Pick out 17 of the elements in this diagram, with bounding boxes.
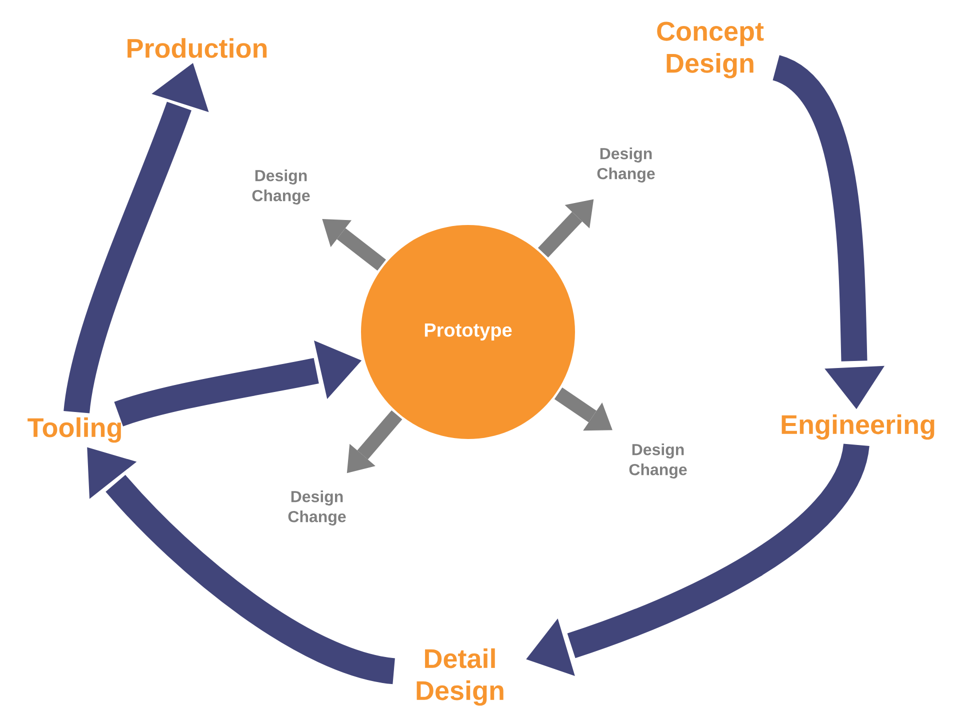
arrow [554, 388, 612, 431]
arrow [526, 442, 870, 676]
design-change-label: Design Change [629, 444, 687, 478]
arrow [346, 410, 402, 474]
stage-label: Production [128, 38, 267, 58]
stage-label: Detail Design [416, 648, 504, 706]
design-change-label: Design Change [597, 148, 655, 182]
arrow [322, 218, 386, 271]
design-change-label: Design Change [288, 490, 346, 526]
stage-label: Concept Design [657, 22, 764, 78]
arrow [770, 56, 885, 410]
arrow [64, 63, 209, 414]
design-change-label: Design Change [252, 170, 310, 204]
stage-label: Engineering [782, 414, 934, 440]
arrow [538, 199, 594, 258]
arrow [87, 447, 396, 684]
stage-label: Tooling [28, 417, 121, 443]
